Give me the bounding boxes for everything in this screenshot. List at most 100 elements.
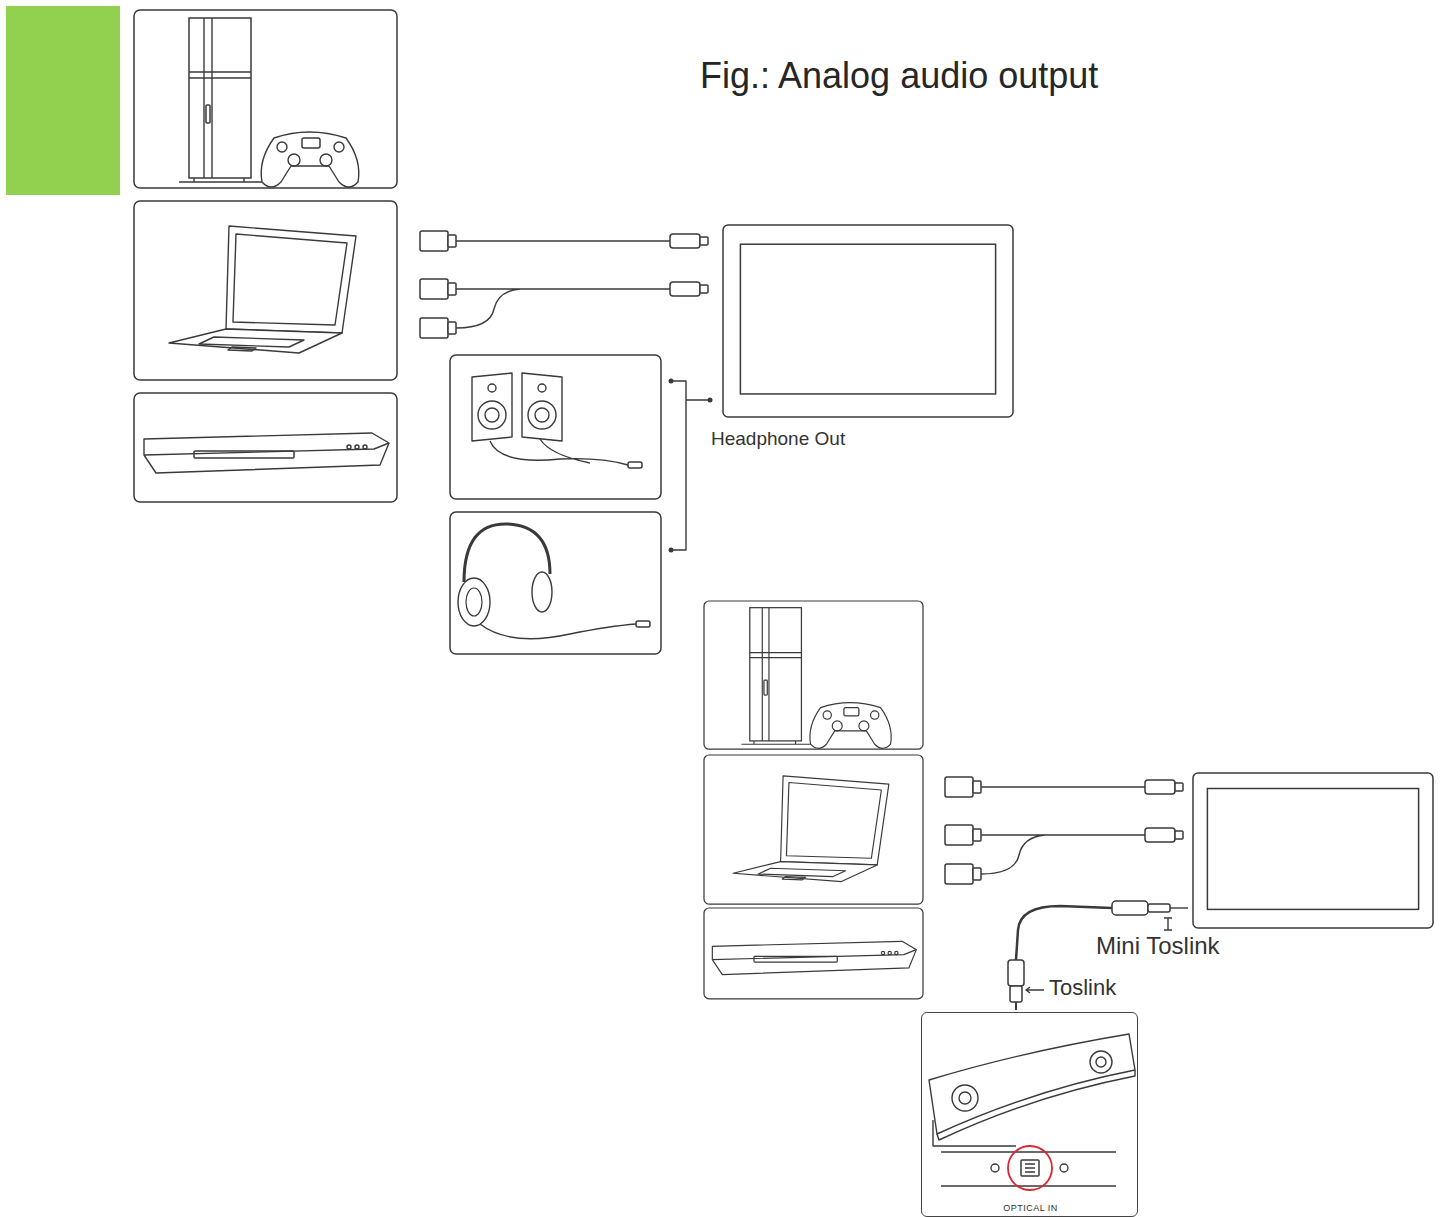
player-button xyxy=(895,951,898,954)
controller-pad xyxy=(277,142,287,152)
device-frame xyxy=(134,201,397,380)
controller-pad xyxy=(823,711,831,719)
device-frame xyxy=(704,755,923,904)
controller-stick xyxy=(832,721,842,731)
monitor-screen xyxy=(740,244,995,394)
mini-toslink-plug xyxy=(1112,901,1148,915)
device-frame xyxy=(134,393,397,502)
player-button xyxy=(355,445,359,449)
player-edge xyxy=(712,950,916,960)
usb-y-cable xyxy=(981,835,1145,874)
controller-buttons xyxy=(871,711,879,719)
console-stand xyxy=(741,741,820,744)
ear-cup xyxy=(458,578,490,626)
laptop-figure xyxy=(704,755,923,904)
player-figure xyxy=(704,908,923,999)
monitor-screen xyxy=(1207,789,1418,910)
bracket xyxy=(670,381,710,550)
player-body xyxy=(712,941,916,974)
cable-plug-neck xyxy=(448,283,456,295)
green-tab xyxy=(6,6,120,195)
soundbar-driver xyxy=(1090,1051,1112,1073)
headphones-figure xyxy=(450,512,661,654)
soundbar-body xyxy=(929,1034,1135,1134)
highlight-circle xyxy=(1008,1146,1052,1190)
player-body xyxy=(144,433,389,473)
speaker-cable xyxy=(490,439,628,465)
cable-plug-tip xyxy=(700,237,708,245)
cable-plug-neck xyxy=(448,322,456,334)
cable-set xyxy=(420,231,708,338)
controller-touchpad xyxy=(844,708,859,716)
player-edge xyxy=(144,443,389,455)
figure-title: Fig.: Analog audio output xyxy=(700,55,1098,96)
callout-label: Toslink xyxy=(1047,975,1118,1000)
speaker-cone xyxy=(478,401,506,429)
console-lines xyxy=(189,18,251,178)
cable-plug xyxy=(945,777,973,797)
player-button xyxy=(347,445,351,449)
cable-plug-neck xyxy=(973,868,981,880)
bracket-dot xyxy=(669,548,674,553)
ear-cup xyxy=(466,588,482,616)
cable-plug xyxy=(420,231,448,251)
device-frame xyxy=(704,908,923,999)
device-frame xyxy=(704,601,923,749)
controller-buttons xyxy=(334,142,344,152)
cable-plug xyxy=(420,318,448,338)
speaker-cone xyxy=(485,408,499,422)
mini-toslink-tip xyxy=(1170,907,1188,908)
soundbar-figure xyxy=(929,1034,1135,1190)
console-lines xyxy=(750,608,802,741)
cable-plug xyxy=(1145,828,1175,842)
device-frame xyxy=(450,512,661,654)
port-lines xyxy=(1025,1164,1035,1172)
cable-plug xyxy=(945,825,973,845)
leader-toslink xyxy=(1026,987,1044,993)
speaker-tweeter xyxy=(488,384,496,392)
cable-plug-tip xyxy=(1175,831,1183,839)
panel-lines xyxy=(941,1152,1116,1186)
ear-cup xyxy=(532,572,552,612)
console-figure xyxy=(134,10,397,188)
optical-port xyxy=(1021,1160,1039,1176)
laptop-base xyxy=(169,329,342,353)
cable-plug xyxy=(670,282,700,296)
controller-touchpad xyxy=(302,138,320,148)
audio-jack xyxy=(628,462,642,468)
headphone-cable xyxy=(480,624,636,639)
speaker-cone xyxy=(528,401,556,429)
device-frame xyxy=(134,10,397,188)
usb-y-cable xyxy=(456,289,670,328)
speaker-tweeter xyxy=(538,384,546,392)
laptop-display xyxy=(233,234,347,325)
soundbar-driver xyxy=(1096,1057,1106,1067)
speaker-box xyxy=(522,373,562,441)
soundbar-driver xyxy=(952,1085,978,1111)
player-button xyxy=(881,951,884,954)
cable-plug-neck xyxy=(973,829,981,841)
speaker-box xyxy=(472,373,512,441)
cable-set xyxy=(945,777,1183,884)
speakers-figure xyxy=(450,355,661,499)
console-body xyxy=(189,18,251,178)
panel-screw xyxy=(1060,1164,1068,1172)
console-stand xyxy=(179,178,274,182)
cable-plug xyxy=(945,864,973,884)
leader-mini-toslink xyxy=(1164,918,1172,930)
cable-plug xyxy=(670,234,700,248)
laptop-keys xyxy=(758,868,845,880)
cable-plug-tip xyxy=(1175,783,1183,791)
laptop-keys xyxy=(199,337,304,351)
headband xyxy=(464,524,550,582)
port-label: OPTICAL IN xyxy=(1003,1203,1058,1213)
laptop-base xyxy=(733,862,877,882)
console-body xyxy=(750,608,802,741)
hdmi-cable xyxy=(981,786,1145,787)
toslink-plug xyxy=(1010,986,1022,1002)
toslink-tip xyxy=(1015,1002,1017,1010)
callout-label: Mini Toslink xyxy=(1094,932,1222,960)
callout-label: Headphone Out xyxy=(709,428,847,450)
